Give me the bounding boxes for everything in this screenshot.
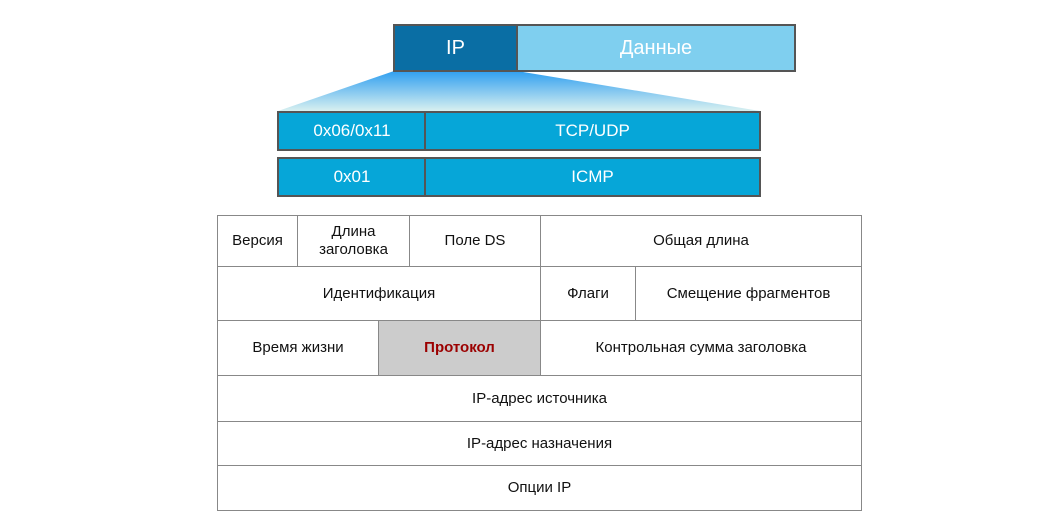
field-checksum: Контрольная сумма заголовка xyxy=(540,320,862,376)
protocol-name-icmp: ICMP xyxy=(424,157,761,197)
field-ihl: Длина заголовка xyxy=(297,215,410,267)
field-options: Опции IP xyxy=(217,465,862,511)
field-ds: Поле DS xyxy=(409,215,541,267)
field-fragment-offset: Смещение фрагментов xyxy=(635,266,862,321)
field-destination-address: IP-адрес назначения xyxy=(217,421,862,466)
protocol-value-tcp-udp: 0x06/0x11 xyxy=(277,111,427,151)
field-flags: Флаги xyxy=(540,266,636,321)
protocol-value-icmp: 0x01 xyxy=(277,157,427,197)
protocol-name-tcp-udp: TCP/UDP xyxy=(424,111,761,151)
ip-header-block: IP xyxy=(393,24,518,72)
field-protocol: Протокол xyxy=(378,320,541,376)
field-ttl: Время жизни xyxy=(217,320,379,376)
field-total-length: Общая длина xyxy=(540,215,862,267)
field-version: Версия xyxy=(217,215,298,267)
field-identification: Идентификация xyxy=(217,266,541,321)
field-source-address: IP-адрес источника xyxy=(217,375,862,422)
data-block: Данные xyxy=(516,24,796,72)
